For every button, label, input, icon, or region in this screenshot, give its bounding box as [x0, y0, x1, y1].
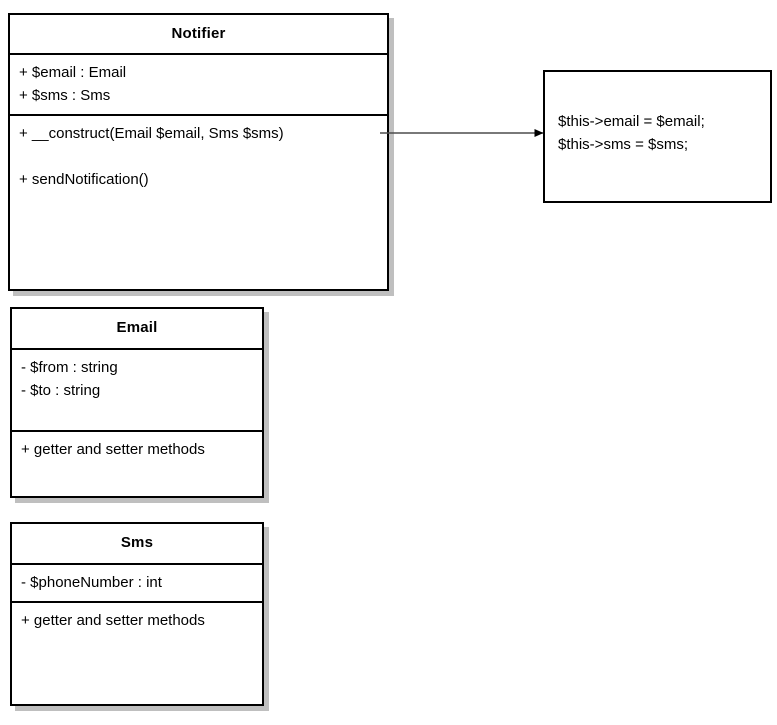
- operation-row: + getter and setter methods: [21, 612, 205, 629]
- note-box-construct-body[interactable]: $this->email = $email; $this->sms = $sms…: [543, 70, 772, 203]
- connector-construct-to-note: [380, 129, 544, 137]
- note-body: $this->email = $email; $this->sms = $sms…: [545, 72, 770, 156]
- attribute-row: + $email : Email: [19, 64, 127, 81]
- attribute-row: - $phoneNumber : int: [21, 574, 162, 591]
- operation-row: + sendNotification(): [19, 171, 149, 188]
- class-name-notifier: Notifier: [10, 15, 387, 55]
- class-attributes-notifier: + $email : Email + $sms : Sms: [10, 55, 387, 116]
- class-attributes-email: - $from : string - $to : string: [12, 350, 262, 432]
- operation-row: + getter and setter methods: [21, 441, 205, 458]
- attribute-row: + $sms : Sms: [19, 87, 111, 104]
- class-attributes-sms: - $phoneNumber : int: [12, 565, 262, 603]
- note-line: $this->email = $email;: [558, 113, 705, 130]
- operation-row: + __construct(Email $email, Sms $sms): [19, 125, 284, 142]
- class-operations-email: + getter and setter methods: [12, 432, 262, 496]
- class-box-notifier[interactable]: Notifier + $email : Email + $sms : Sms +…: [8, 13, 389, 291]
- class-operations-notifier: + __construct(Email $email, Sms $sms) + …: [10, 116, 387, 289]
- operation-spacer: [19, 145, 379, 168]
- class-box-email[interactable]: Email - $from : string - $to : string + …: [10, 307, 264, 498]
- class-operations-sms: + getter and setter methods: [12, 603, 262, 704]
- class-name-sms: Sms: [12, 524, 262, 565]
- attribute-row: - $from : string: [21, 359, 118, 376]
- class-box-sms[interactable]: Sms - $phoneNumber : int + getter and se…: [10, 522, 264, 706]
- class-name-email: Email: [12, 309, 262, 350]
- attribute-row: - $to : string: [21, 382, 101, 399]
- note-line: $this->sms = $sms;: [558, 136, 689, 153]
